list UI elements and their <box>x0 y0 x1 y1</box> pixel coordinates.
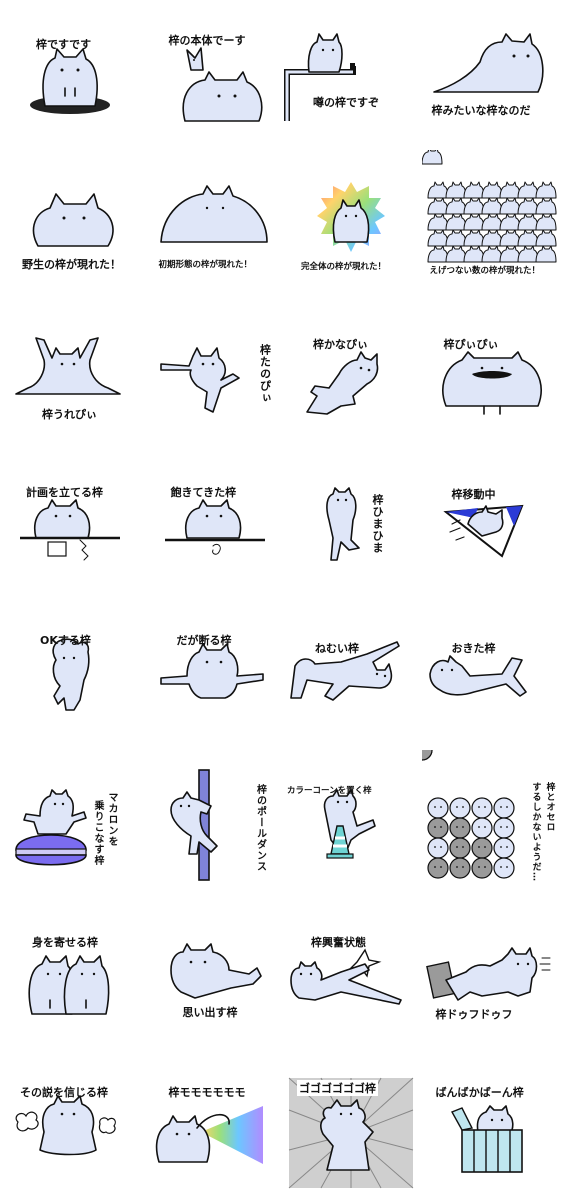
traffic-cone-cat-illustration <box>323 789 376 859</box>
sticker-caption: 身を寄せる梓 <box>32 936 98 949</box>
sticker-8[interactable]: えげつない数の梓が現れた！ <box>421 150 562 300</box>
sticker-28[interactable]: 梓ドゥフドゥフ <box>422 900 562 1050</box>
sticker-caption: OKする梓 <box>40 634 91 647</box>
sticker-caption: 完全体の梓が現れた！ <box>301 262 387 272</box>
refusing-cat-illustration <box>159 643 264 699</box>
bird-cat-illustration <box>441 351 542 415</box>
sticker-caption: 梓ですです <box>36 38 92 51</box>
sticker-11[interactable]: 梓かなぴぃ <box>281 300 422 450</box>
sticker-12[interactable]: 梓ぴぃぴぃ <box>422 300 562 450</box>
sticker-15[interactable]: 梓ひまひま <box>281 450 422 600</box>
sticker-caption: カラーコーンを置く梓 <box>287 786 372 796</box>
sticker-25[interactable]: 身を寄せる梓 <box>0 900 141 1050</box>
othello-cats-illustration <box>421 750 515 879</box>
sticker-9[interactable]: 梓うれぴぃ <box>0 300 141 450</box>
sticker-18[interactable]: だが断る梓 <box>141 600 282 750</box>
waking-cat-illustration <box>428 655 527 697</box>
sticker-21[interactable]: マカロンを 乗りこなす梓 <box>0 750 141 900</box>
giggling-cat-illustration <box>425 947 550 1001</box>
bored-cat-illustration <box>164 499 265 555</box>
sticker-4[interactable]: 梓みたいな梓なのだ <box>422 0 562 150</box>
believing-cat-illustration <box>15 1095 116 1156</box>
sticker-27[interactable]: 梓興奮状態 <box>281 900 422 1050</box>
sticker-3[interactable]: 噂の梓ですぞ <box>281 0 422 150</box>
sticker-caption-line2: 乗りこなす梓 <box>92 800 103 866</box>
sticker-caption: おきた梓 <box>451 642 496 655</box>
sticker-caption: 梓モモモモモモ <box>168 1086 246 1099</box>
sad-floating-cat-illustration <box>306 351 379 415</box>
sticker-caption: 梓みたいな梓なのだ <box>431 104 531 117</box>
sticker-23[interactable]: カラーコーンを置く梓 <box>281 750 422 900</box>
sticker-caption: その説を信じる梓 <box>20 1086 108 1099</box>
sticker-caption: 梓ドゥフドゥフ <box>435 1008 513 1021</box>
sticker-caption: 噂の梓ですぞ <box>313 96 379 109</box>
sticker-22[interactable]: 梓のポールダンス <box>141 750 282 900</box>
sticker-caption: 梓の本体でーす <box>168 34 246 47</box>
sticker-caption: えげつない数の梓が現れた！ <box>429 266 541 276</box>
sticker-caption: 梓かなぴぃ <box>313 338 368 351</box>
sticker-16[interactable]: 梓移動中 <box>422 450 562 600</box>
sticker-10[interactable]: 梓たのぴぃ <box>141 300 282 450</box>
cat-on-pole-illustration <box>284 33 356 121</box>
sticker-caption: 梓ひまひま <box>371 494 384 554</box>
sticker-caption-line1: 梓とオセロ <box>544 782 555 832</box>
sticker-caption-line1: マカロンを <box>106 792 117 847</box>
rainbow-aura-cat-illustration <box>317 182 385 252</box>
sticker-29[interactable]: その説を信じる梓 <box>0 1050 141 1200</box>
sticker-caption: 初期形態の梓が現れた！ <box>158 260 253 270</box>
sticker-caption: 梓のポールダンス <box>254 784 266 872</box>
sticker-caption: ばんばかばーん梓 <box>435 1086 524 1099</box>
ok-cat-illustration <box>52 638 90 711</box>
sticker-caption: 計画を立てる梓 <box>26 486 103 499</box>
sticker-14[interactable]: 飽きてきた梓 <box>141 450 282 600</box>
sticker-caption: だが断る梓 <box>176 634 232 647</box>
sticker-caption-line2: するしかないようだ… <box>530 782 541 882</box>
sticker-17[interactable]: OKする梓 <box>0 600 141 750</box>
many-cats-illustration <box>421 150 556 263</box>
remembering-cat-illustration <box>169 943 262 999</box>
sticker-caption: 梓移動中 <box>451 488 496 501</box>
sticker-19[interactable]: ねむい梓 <box>281 600 422 750</box>
sticker-caption: 梓たのぴぃ <box>258 344 272 404</box>
sticker-caption: ねむい梓 <box>315 642 359 655</box>
sticker-1[interactable]: 梓ですです <box>0 0 141 150</box>
blob-cat-illustration <box>159 185 268 243</box>
box-cat-illustration <box>450 1105 523 1173</box>
dancing-cat-illustration <box>159 347 240 413</box>
happy-cat-illustration <box>15 337 121 395</box>
sticker-caption: 野生の梓が現れた！ <box>22 258 121 271</box>
sticker-caption: 思い出す梓 <box>182 1006 238 1019</box>
planning-cat-illustration <box>20 499 120 561</box>
sticker-caption: 梓興奮状態 <box>311 936 366 949</box>
moving-cat-illustration <box>442 504 524 558</box>
macaron-cat-illustration <box>15 789 87 866</box>
sticker-20[interactable]: おきた梓 <box>422 600 562 750</box>
cuddling-cats-illustration <box>28 955 110 1015</box>
sticker-caption: 飽きてきた梓 <box>170 486 237 499</box>
beam-cat-illustration <box>155 1106 263 1164</box>
sticker-31[interactable]: ゴゴゴゴゴゴ梓 <box>281 1050 422 1200</box>
sticker-caption: 梓うれぴぃ <box>42 408 97 421</box>
pole-dance-cat-illustration <box>169 769 218 881</box>
sticker-caption: ゴゴゴゴゴゴ梓 <box>297 1080 378 1096</box>
wild-cat-illustration <box>32 193 114 247</box>
excited-cat-illustration <box>290 948 402 1005</box>
lounging-cat-illustration <box>432 33 544 93</box>
menacing-cat-illustration <box>288 1077 414 1189</box>
sticker-6[interactable]: 初期形態の梓が現れた！ <box>141 150 282 300</box>
cat-in-hole-illustration <box>30 48 110 114</box>
sticker-26[interactable]: 思い出す梓 <box>141 900 282 1050</box>
sticker-30[interactable]: 梓モモモモモモ <box>141 1050 282 1200</box>
sticker-5[interactable]: 野生の梓が現れた！ <box>0 150 141 300</box>
cat-body-illustration <box>182 47 262 122</box>
sleepy-cat-illustration <box>290 641 400 701</box>
sticker-caption: 梓ぴぃぴぃ <box>443 338 499 351</box>
sticker-24[interactable]: 梓とオセロ するしかないようだ… <box>421 750 562 900</box>
sticker-2[interactable]: 梓の本体でーす <box>141 0 282 150</box>
sticker-7[interactable]: 完全体の梓が現れた！ <box>281 150 422 300</box>
sticker-13[interactable]: 計画を立てる梓 <box>0 450 141 600</box>
sticker-32[interactable]: ばんばかばーん梓 <box>422 1050 562 1200</box>
idle-cat-illustration <box>326 487 360 561</box>
